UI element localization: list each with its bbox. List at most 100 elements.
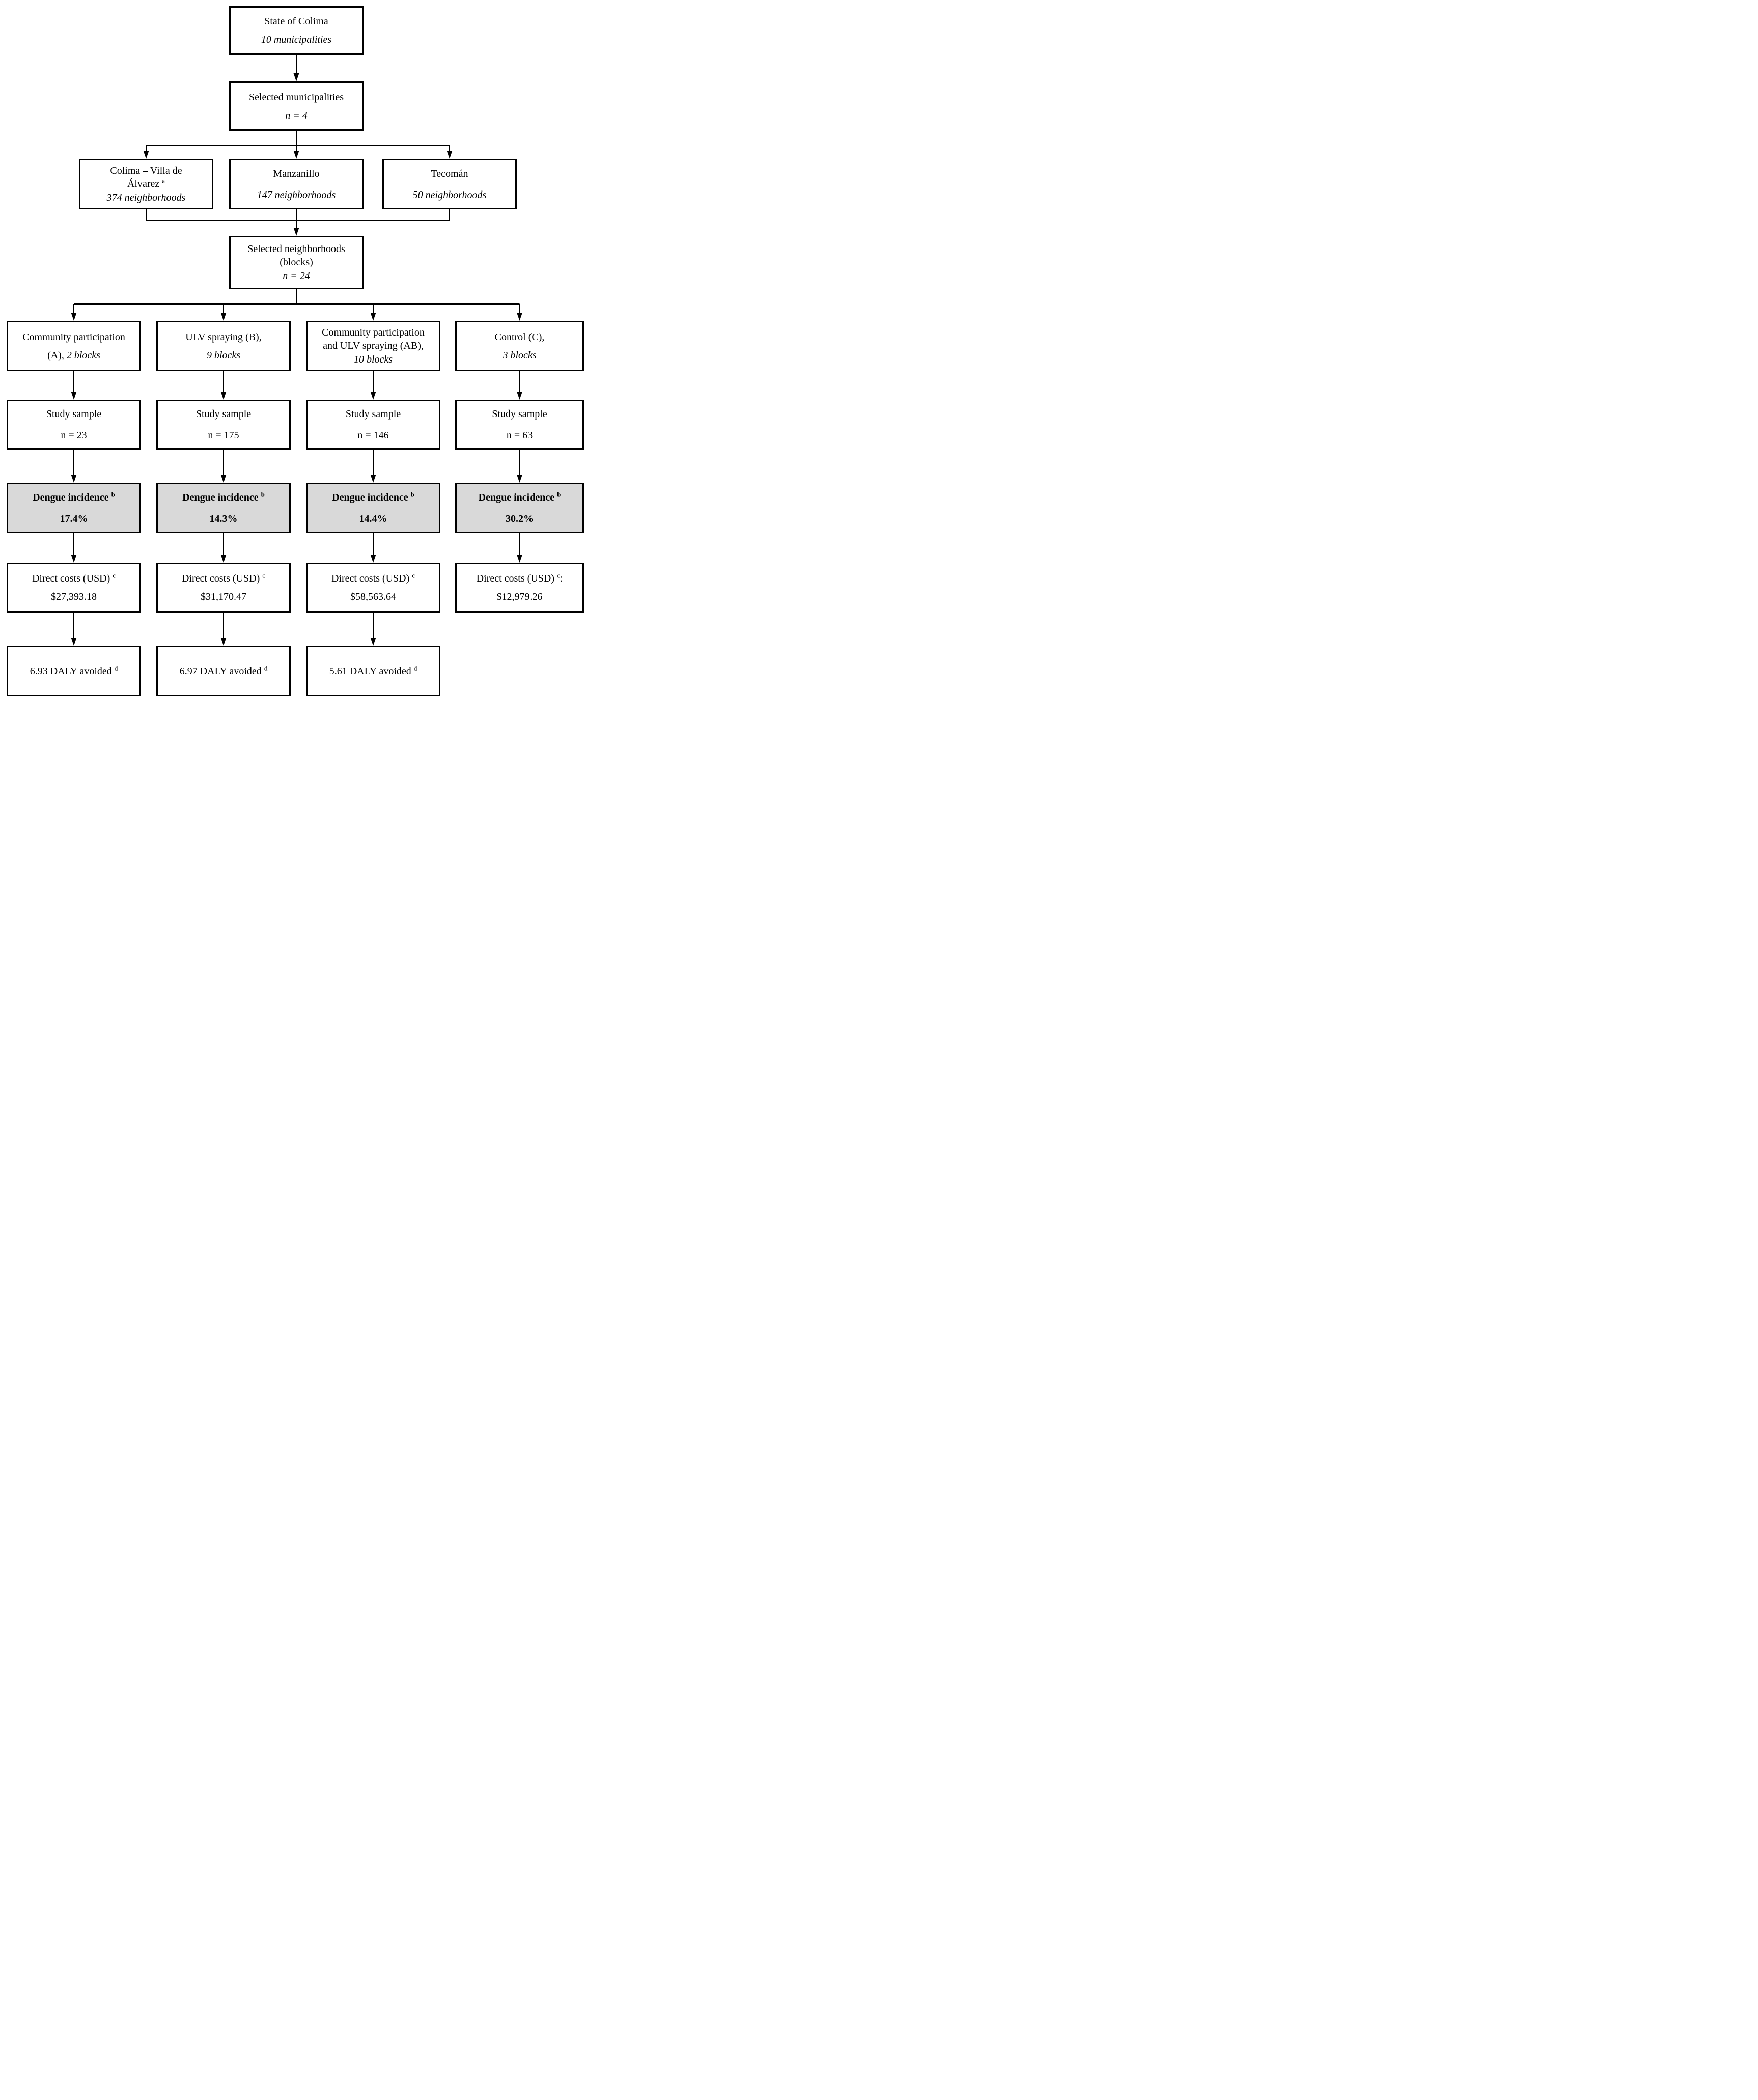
arm-label-cont: (A), 2 blocks [47,349,100,361]
arrow-down-icon [370,555,376,563]
study-sample-n: n = 63 [506,430,533,441]
arrow-down-icon [71,638,77,646]
box-municipality-colima-villa-de-alvarez: Colima – Villa de Álvarez a 374 neighbor… [79,159,213,209]
costs-label: Direct costs (USD) c [32,571,116,584]
box-dengue-incidence-c: Dengue incidence b 30.2% [455,483,584,533]
box-selected-neighborhoods: Selected neighborhoods (blocks) n = 24 [229,236,364,289]
arrow-down-icon [220,392,227,400]
study-sample-label: Study sample [345,408,401,420]
costs-value: $58,563.64 [350,591,396,602]
box-municipality-manzanillo: Manzanillo 147 neighborhoods [229,159,364,209]
municipality-name: Manzanillo [273,168,320,179]
box-dengue-incidence-a: Dengue incidence b 17.4% [7,483,141,533]
footnote-d: d [413,664,417,672]
costs-value: $12,979.26 [496,591,543,602]
footnote-b: b [111,490,115,498]
dengue-value: 17.4% [60,513,88,524]
box-study-sample-c: Study sample n = 63 [455,400,584,450]
municipality-name-cont: Álvarez a [127,177,165,190]
footnote-d: d [264,664,268,672]
municipality-count: 147 neighborhoods [257,189,336,201]
arm-label: Control (C), [494,331,545,343]
dengue-value: 30.2% [506,513,534,524]
municipality-count: 50 neighborhoods [412,189,487,201]
costs-label: Direct costs (USD) c [181,571,266,584]
study-sample-label: Study sample [196,408,252,420]
arrow-down-icon [370,392,376,400]
arrow-down-icon [517,555,522,563]
municipality-name: Colima – Villa de [110,164,182,176]
box-state-of-colima: State of Colima 10 municipalities [229,6,364,55]
study-flowchart: State of Colima 10 municipalities Select… [0,0,586,700]
box-study-sample-b: Study sample n = 175 [156,400,291,450]
box-direct-costs-a: Direct costs (USD) c $27,393.18 [7,563,141,613]
arrow-down-icon [71,392,77,400]
municipality-count: 374 neighborhoods [106,191,186,203]
footnote-a: a [162,177,165,185]
costs-value: $31,170.47 [201,591,246,602]
arrow-down-icon [220,475,227,483]
footnote-c: c [262,571,266,579]
arm-blocks: 10 blocks [353,353,393,365]
study-sample-n: n = 146 [357,430,389,441]
box-arm-community-participation-and-ulv: Community participation and ULV spraying… [306,321,440,371]
costs-label: Direct costs (USD) c: [476,571,563,584]
box-daly-avoided-b: 6.97 DALY avoided d [156,646,291,696]
footnote-c: c [556,571,560,579]
arrow-down-icon [293,151,299,159]
arrow-down-icon [370,638,376,646]
dengue-label: Dengue incidence b [33,490,115,503]
arrow-down-icon [370,475,376,483]
box-direct-costs-b: Direct costs (USD) c $31,170.47 [156,563,291,613]
selected-neighborhoods-subtitle: (blocks) [280,257,313,268]
arrow-down-icon [220,555,227,563]
arm-label: Community participation [322,326,425,338]
arrow-down-icon [220,638,227,646]
box-arm-community-participation: Community participation (A), 2 blocks [7,321,141,371]
footnote-b: b [410,490,414,498]
dengue-value: 14.4% [359,513,387,524]
study-sample-n: n = 175 [208,430,239,441]
footnote-c: c [113,571,116,579]
box-direct-costs-ab: Direct costs (USD) c $58,563.64 [306,563,440,613]
arm-label-cont: and ULV spraying (AB), [323,340,424,352]
arm-label-cont: 9 blocks [206,349,241,361]
box-selected-municipalities: Selected municipalities n = 4 [229,81,364,131]
dengue-value: 14.3% [209,513,238,524]
dengue-label: Dengue incidence b [478,490,561,503]
costs-value: $27,393.18 [51,591,97,602]
arrow-down-icon [447,151,453,159]
box-direct-costs-c: Direct costs (USD) c: $12,979.26 [455,563,584,613]
study-sample-label: Study sample [492,408,547,420]
arrow-down-icon [517,313,522,321]
box-study-sample-a: Study sample n = 23 [7,400,141,450]
footnote-d: d [114,664,118,672]
state-title: State of Colima [264,16,328,27]
dengue-label: Dengue incidence b [332,490,414,503]
arrow-down-icon [370,313,376,321]
arm-label-cont: 3 blocks [503,349,537,361]
daly-text: 6.93 DALY avoided d [30,664,118,677]
footnote-b: b [557,490,561,498]
box-municipality-tecoman: Tecomán 50 neighborhoods [382,159,517,209]
box-dengue-incidence-b: Dengue incidence b 14.3% [156,483,291,533]
arrow-down-icon [293,73,299,81]
arm-label: ULV spraying (B), [185,331,262,343]
dengue-label: Dengue incidence b [182,490,265,503]
arrow-down-icon [71,313,77,321]
box-dengue-incidence-ab: Dengue incidence b 14.4% [306,483,440,533]
selected-neighborhoods-count: n = 24 [283,270,310,282]
box-daly-avoided-a: 6.93 DALY avoided d [7,646,141,696]
arm-label: Community participation [22,331,125,343]
arrow-down-icon [517,392,522,400]
arrow-down-icon [71,555,77,563]
selected-municipalities-count: n = 4 [285,109,308,121]
costs-label: Direct costs (USD) c [331,571,415,584]
selected-municipalities-title: Selected municipalities [248,91,344,103]
arrow-down-icon [517,475,522,483]
study-sample-n: n = 23 [61,430,87,441]
daly-text: 6.97 DALY avoided d [179,664,268,677]
box-arm-control: Control (C), 3 blocks [455,321,584,371]
arrow-down-icon [293,228,299,236]
state-subtitle: 10 municipalities [261,34,332,45]
